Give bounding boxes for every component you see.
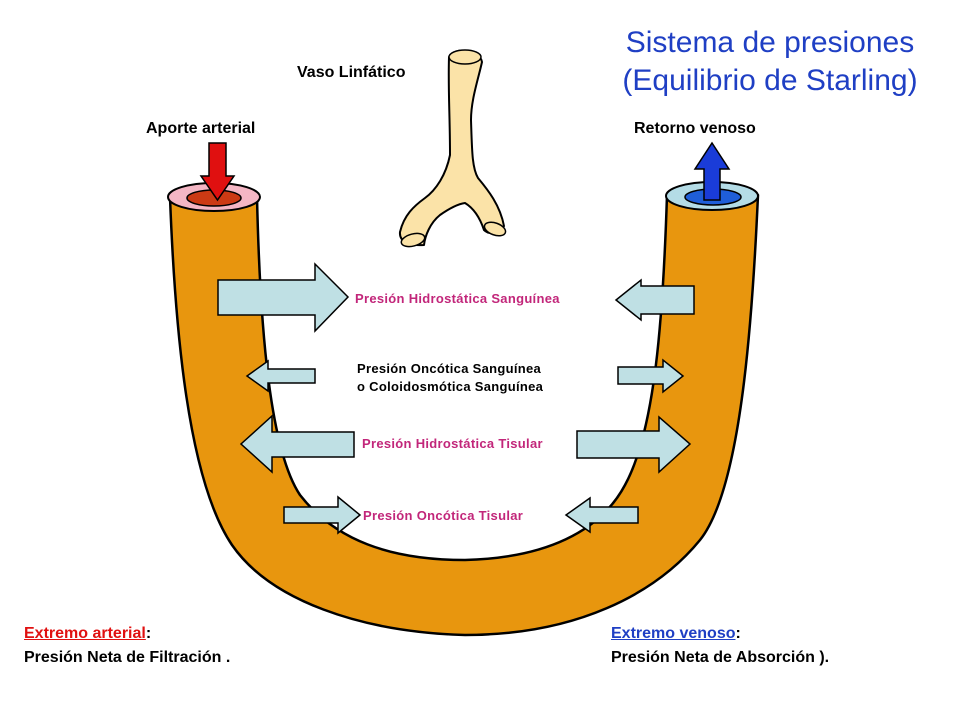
arterial-end-summary: Extremo arterial: Presión Neta de Filtra… [24,622,230,670]
venous-end-result: Presión Neta de Absorción ). [611,649,830,666]
arterial-supply-arrow [199,142,236,202]
arterial-end-result: Presión Neta de Filtración . [24,649,231,666]
venous-end-heading-row: Extremo venoso: [611,622,829,646]
venous-end-heading: Extremo venoso [611,625,736,642]
title-line-1: Sistema de presiones [625,26,915,59]
oncotic-blood-label-line-1: Presión Oncótica Sanguínea [357,361,542,376]
venous-return-arrow [693,141,731,201]
page-title: Sistema de presiones (Equilibrio de Star… [612,24,928,100]
oncotic-blood-arrow-venous [617,358,685,394]
hydrostatic-tissue-arrow-venous [576,415,692,474]
arterial-end-heading: Extremo arterial [24,625,146,642]
arterial-supply-label: Aporte arterial [146,120,256,137]
arterial-end-heading-row: Extremo arterial: [24,622,230,646]
oncotic-blood-label: Presión Oncótica Sanguínea o Coloidosmót… [357,360,543,396]
hydrostatic-blood-label: Presión Hidrostática Sanguínea [355,291,560,306]
oncotic-tissue-label: Presión Oncótica Tisular [363,508,524,523]
venous-end-colon: : [735,625,741,642]
oncotic-blood-label-line-2: o Coloidosmótica Sanguínea [357,379,544,394]
oncotic-blood-arrow-arterial [245,359,316,393]
oncotic-tissue-arrow-venous [564,496,639,534]
hydrostatic-blood-arrow-venous [614,278,695,322]
hydrostatic-tissue-label: Presión Hidrostática Tisular [362,436,543,451]
title-line-2: (Equilibrio de Starling) [622,64,918,97]
lymphatic-vessel-label: Vaso Linfático [297,64,406,81]
hydrostatic-tissue-arrow-arterial [239,414,355,474]
lymphatic-vessel [398,49,507,248]
oncotic-tissue-arrow-arterial [283,495,362,535]
capillary-vessel [168,193,760,637]
venous-return-label: Retorno venoso [634,120,756,137]
venous-end-summary: Extremo venoso: Presión Neta de Absorció… [611,622,829,670]
arterial-end-colon: : [145,625,152,642]
hydrostatic-blood-arrow-arterial [217,262,350,333]
